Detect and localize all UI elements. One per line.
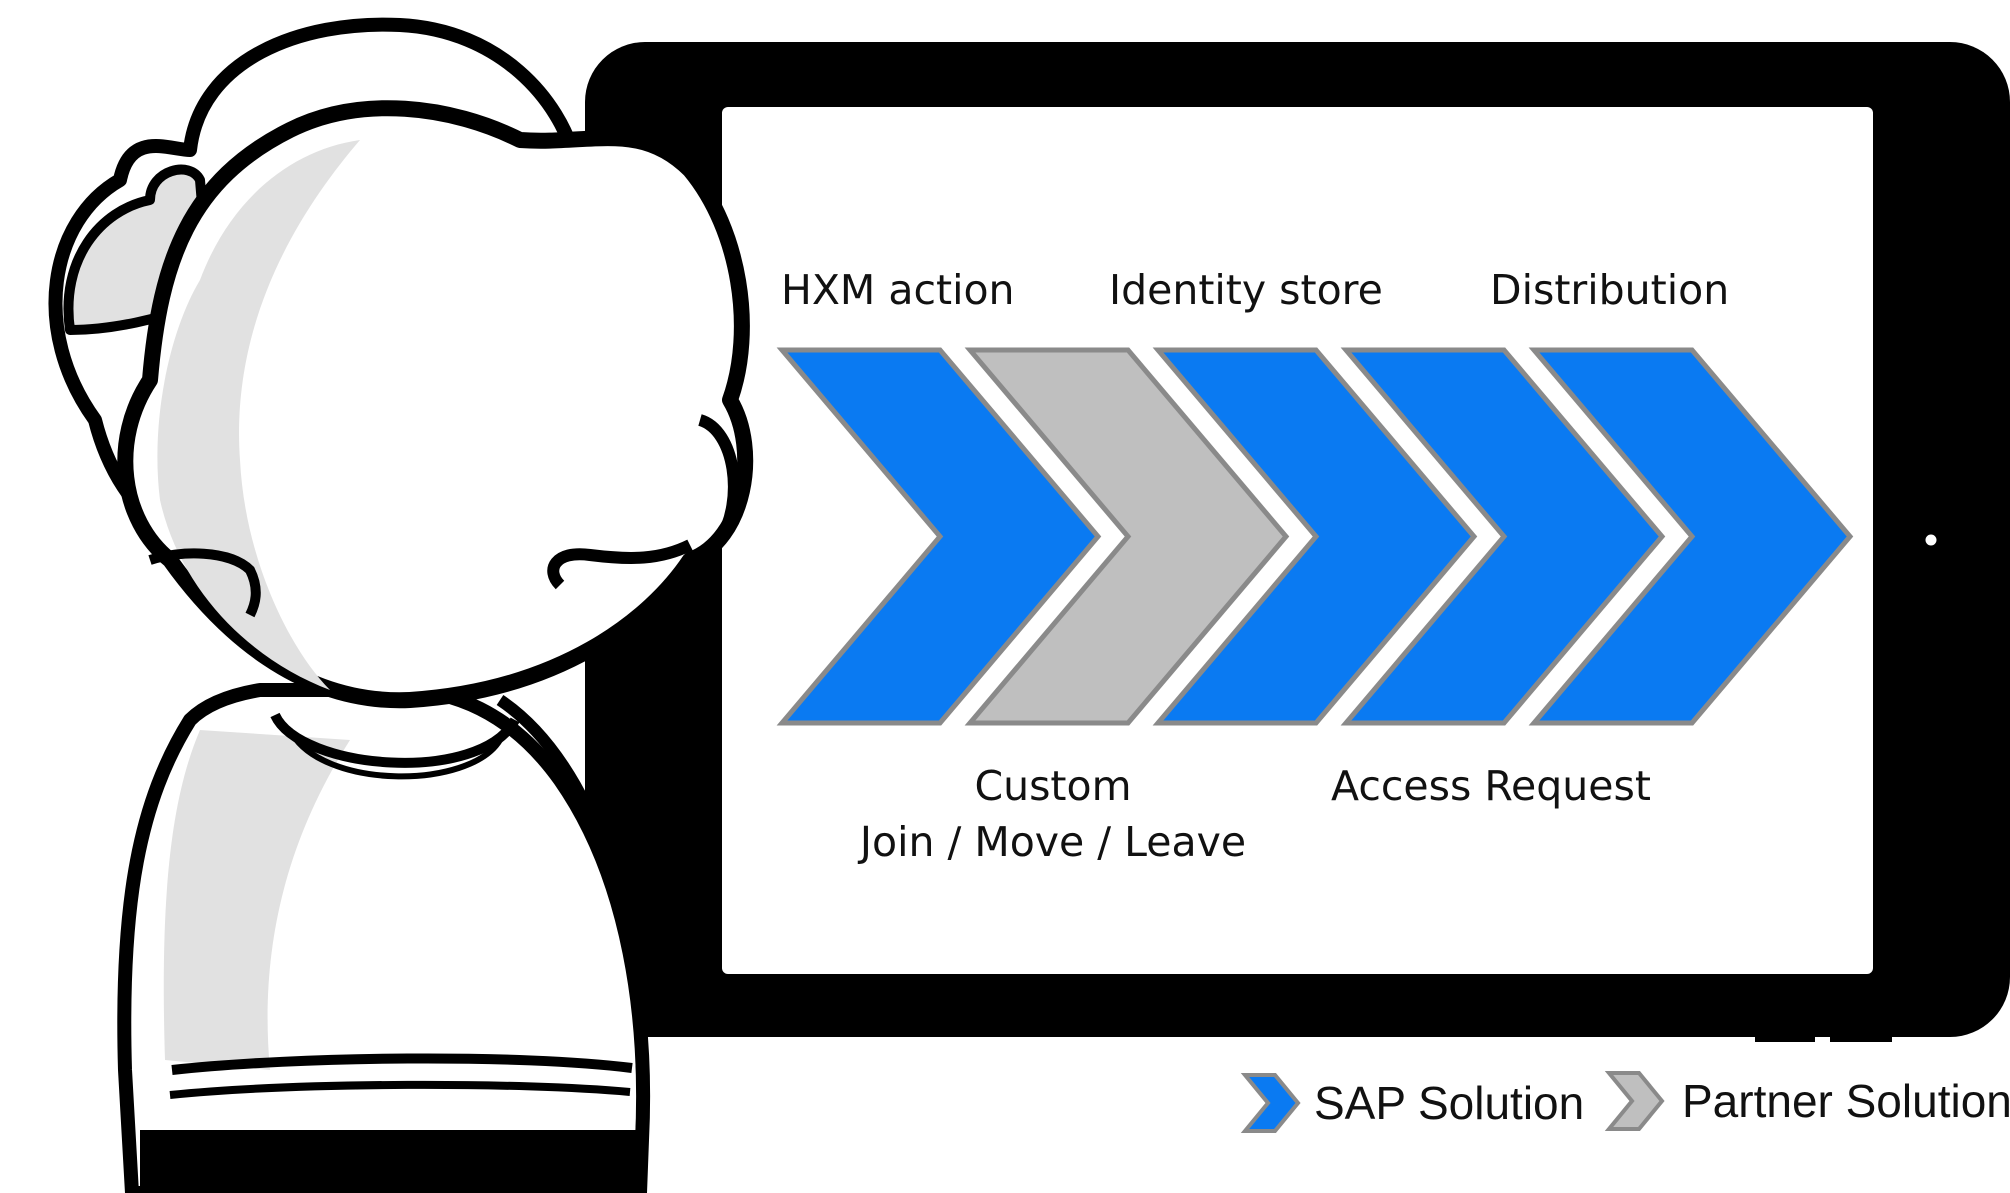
legend-sap-chevron-icon: [1240, 1073, 1301, 1133]
tablet-bottom-button: [1755, 1030, 1815, 1042]
chevron-step-5-sap: [1528, 347, 1854, 726]
tablet-screen: [722, 107, 1873, 974]
stage-label-hxm-action: HXM action: [781, 266, 1015, 314]
chevron-step-2-partner: [964, 347, 1290, 726]
legend-sap-label: SAP Solution: [1314, 1077, 1585, 1129]
legend-partner-label: Partner Solution: [1682, 1075, 2010, 1127]
tablet-side-button: [2000, 875, 2010, 943]
tablet-bottom-button: [1830, 1030, 1892, 1042]
stage-label-custom: Custom: [974, 762, 1132, 810]
stage-label-custom-jml: Custom Join / Move / Leave: [860, 766, 1246, 863]
tablet-camera-icon: [1920, 529, 1942, 551]
stage-label-access-request: Access Request: [1331, 762, 1651, 810]
stage-label-join-move-leave: Join / Move / Leave: [859, 818, 1247, 866]
stage-label-identity-store: Identity store: [1109, 266, 1383, 314]
chevron-step-1-sap: [776, 347, 1102, 726]
legend-partner-chevron-icon: [1604, 1071, 1665, 1131]
chevron-step-4-sap: [1340, 347, 1666, 726]
chevron-step-3-sap: [1152, 347, 1478, 726]
stage-label-distribution: Distribution: [1490, 266, 1730, 314]
